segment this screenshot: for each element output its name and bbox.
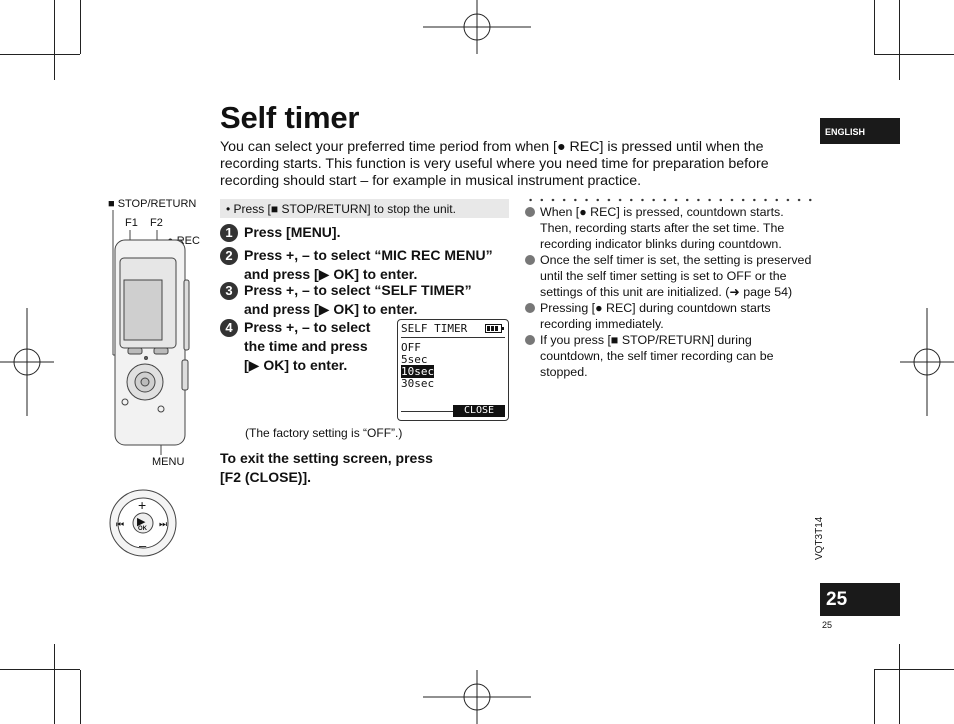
lcd-option-off: OFF (401, 341, 421, 354)
lcd-screen: SELF TIMER OFF 5sec 10sec 30sec CLOSE (397, 319, 509, 421)
step-number: 3 (220, 282, 238, 300)
stop-note: • Press [■ STOP/RETURN] to stop the unit… (220, 199, 509, 218)
note-item: If you press [■ STOP/RETURN] during coun… (525, 332, 815, 380)
step-number: 2 (220, 247, 238, 265)
f1-label: F1 (125, 217, 138, 229)
recorder-illustration (109, 210, 190, 557)
play-icon: ▶ (137, 516, 146, 528)
page-number: 25 (822, 620, 833, 630)
lcd-option-5sec: 5sec (401, 353, 428, 366)
note-item: Once the self timer is set, the setting … (525, 252, 815, 300)
plus-glyph: + (138, 497, 147, 513)
dotted-divider (525, 198, 817, 202)
page-tab: 25 (820, 583, 900, 616)
intro-paragraph: You can select your preferred time perio… (220, 139, 769, 189)
next-icon: ⏭ (159, 519, 168, 529)
doc-code: VQT3T14 (814, 516, 825, 560)
language-tab: ENGLISH (820, 118, 900, 144)
menu-label: MENU (152, 456, 185, 468)
prev-icon: ⏮ (116, 519, 125, 529)
factory-note: (The factory setting is “OFF”.) (245, 426, 403, 440)
step-number: 4 (220, 319, 238, 337)
lcd-header: SELF TIMER (401, 322, 468, 335)
stop-return-label: ■ STOP/RETURN (108, 198, 197, 210)
minus-glyph: – (139, 538, 147, 553)
lcd-option-10sec: 10sec (401, 365, 435, 378)
lcd-option-30sec: 30sec (401, 377, 435, 390)
battery-icon (485, 324, 504, 333)
exit-instruction: To exit the setting screen, press [F2 (C… (220, 450, 433, 485)
note-item: When [● REC] is pressed, countdown start… (525, 204, 815, 252)
f2-label: F2 (150, 217, 163, 229)
lcd-close-label: CLOSE (453, 405, 505, 417)
note-item: Pressing [● REC] during countdown starts… (525, 300, 815, 332)
ok-label: OK (138, 526, 147, 532)
notes-list: When [● REC] is pressed, countdown start… (525, 204, 815, 380)
step-number: 1 (220, 224, 238, 242)
page-title: Self timer (220, 100, 360, 135)
